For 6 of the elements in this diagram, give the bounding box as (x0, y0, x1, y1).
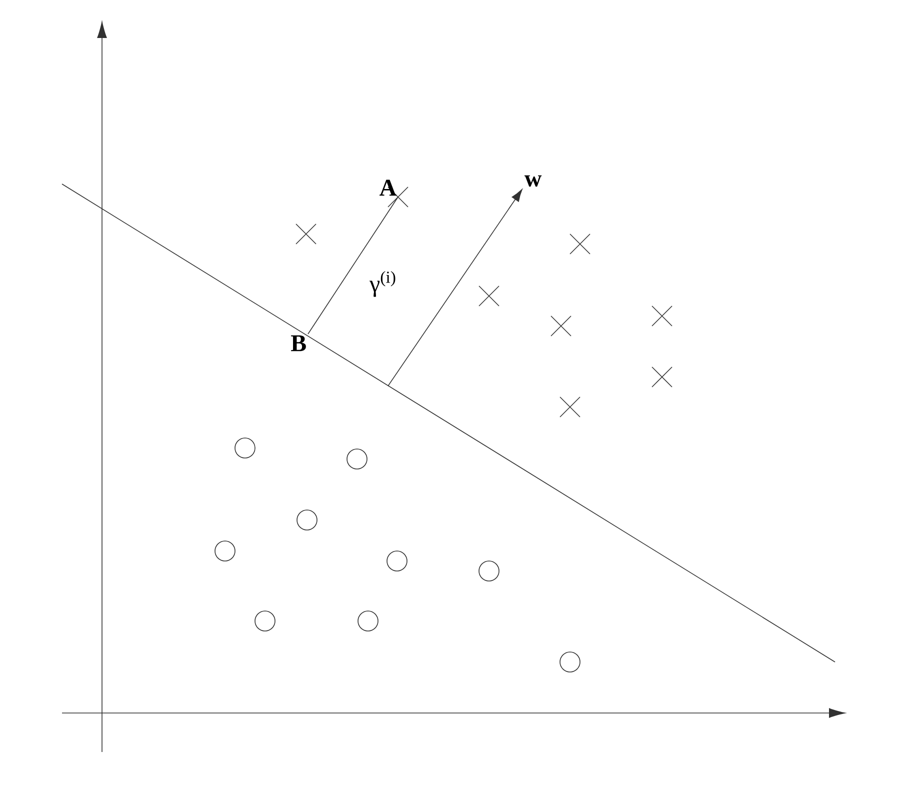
point-label: A (380, 180, 396, 196)
point-label: w (524, 175, 542, 187)
margin-line (308, 196, 398, 334)
point-label: B (291, 335, 306, 352)
edge-label: γ$^{(i)}$ (370, 271, 396, 297)
arrow (388, 189, 522, 386)
